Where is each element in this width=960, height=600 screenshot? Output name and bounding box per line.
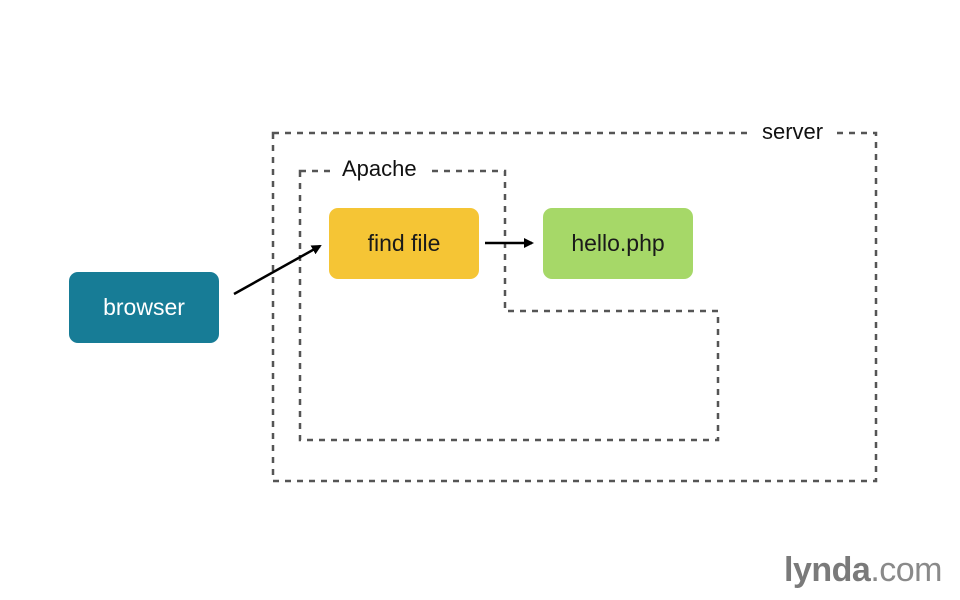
browser-node: browser <box>69 272 219 343</box>
server-boundary <box>271 131 878 483</box>
server-group-label: server <box>752 119 834 145</box>
apache-boundary <box>298 169 720 442</box>
find-file-node: find file <box>329 208 479 279</box>
find-file-node-label: find file <box>367 230 441 256</box>
browser-node-label: browser <box>103 294 185 320</box>
watermark-brand: lynda <box>784 551 871 589</box>
watermark-suffix: .com <box>870 551 942 589</box>
hello-php-node: hello.php <box>543 208 693 279</box>
lynda-watermark: lynda.com <box>784 551 942 590</box>
browser-to-findfile-arrow <box>233 244 322 296</box>
apache-group-label: Apache <box>332 156 427 182</box>
hello-php-node-label: hello.php <box>571 230 665 256</box>
